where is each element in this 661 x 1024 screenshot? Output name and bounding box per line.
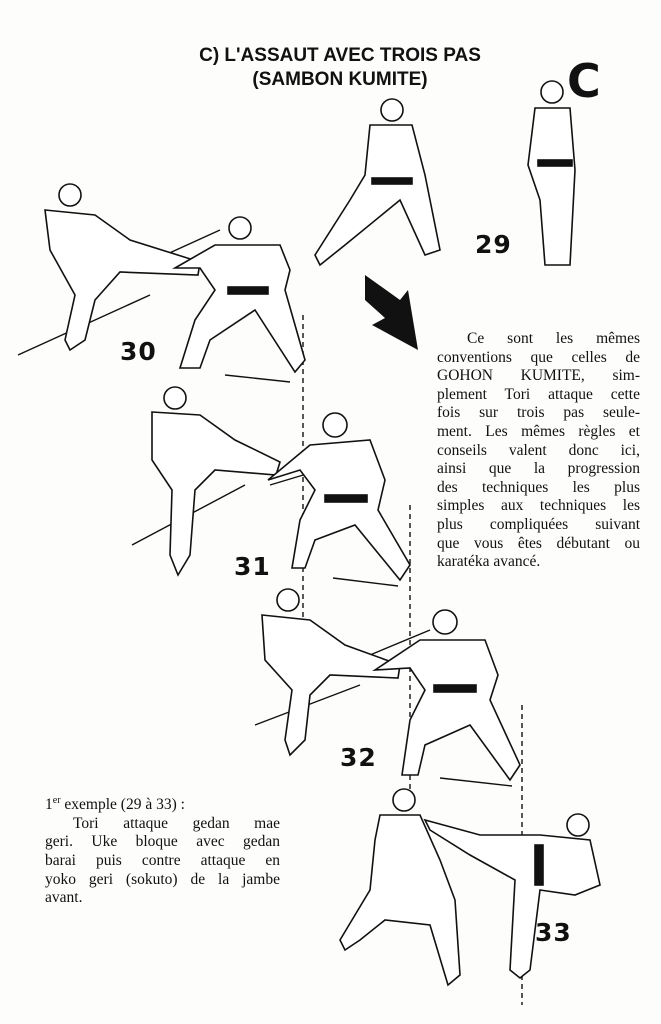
text-line: conventions que celles de (437, 348, 640, 366)
section-letter: C (567, 54, 601, 108)
text-line: Tori attaque gedan mae (73, 814, 280, 832)
description-paragraph: Ce sont les mêmes conventions que celles… (437, 330, 640, 572)
text-line: ainsi que la progression (437, 460, 640, 478)
text-line: plement Tori attaque cette (437, 385, 640, 403)
figure-number-30: 30 (120, 337, 157, 366)
text-line: GOHON KUMITE, sim- (437, 367, 640, 385)
example-paragraph: 1er exemple (29 à 33) : Tori attaque ged… (45, 792, 280, 908)
text-line: fois sur trois pas seule- (437, 404, 640, 422)
text-line: ment. Les mêmes règles et (437, 422, 640, 440)
text-line: Ce sont les mêmes (467, 330, 640, 347)
text-line: karatéka avancé. (437, 553, 541, 571)
text-line: conseils valent donc ici, (437, 441, 640, 459)
text-line: des techniques les plus (437, 478, 640, 496)
figure-number-31: 31 (234, 552, 271, 581)
direction-arrow-icon (365, 275, 418, 350)
text-line: plus compliquées suivant (437, 515, 640, 533)
text-line: avant. (45, 889, 83, 907)
figure-32 (261, 588, 521, 782)
figure-30 (44, 183, 306, 374)
section-subtitle: (SAMBON KUMITE) (252, 69, 428, 90)
text-line: geri. Uke bloque avec gedan (45, 833, 280, 851)
text-line: simples aux techniques les (437, 497, 640, 515)
figure-31 (151, 386, 411, 582)
figure-number-33: 33 (535, 918, 572, 947)
text-line: que vous êtes débutant ou (437, 534, 640, 552)
text-line: yoko geri (sokuto) de la jambe (45, 870, 280, 888)
figure-33 (339, 788, 601, 987)
example-heading: 1er exemple (29 à 33) : (45, 795, 185, 814)
figure-number-29: 29 (475, 230, 512, 259)
section-title: C) L'ASSAUT AVEC TROIS PAS (199, 45, 481, 66)
figure-number-32: 32 (340, 743, 377, 772)
text-line: barai puis contre attaque en (45, 851, 280, 869)
figure-29 (314, 80, 576, 267)
